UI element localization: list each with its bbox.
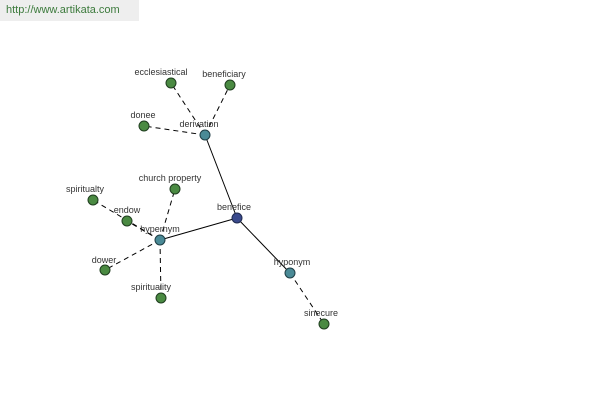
node-spiritualty[interactable] — [87, 194, 99, 206]
node-dower[interactable] — [99, 264, 111, 276]
url-banner: http://www.artikata.com — [0, 0, 139, 21]
label-sinecure: sinecure — [304, 308, 338, 318]
edge-hyponym-sinecure — [289, 272, 325, 325]
node-donee[interactable] — [138, 120, 150, 132]
label-ecclesiastical: ecclesiastical — [134, 67, 187, 77]
node-beneficiary[interactable] — [224, 79, 236, 91]
edge-center-hypernym — [159, 217, 238, 241]
edge-center-derivation — [204, 134, 238, 219]
label-church-property: church property — [139, 173, 202, 183]
edge-derivation-donee — [143, 125, 206, 136]
node-derivation[interactable] — [199, 129, 211, 141]
label-dower: dower — [92, 255, 117, 265]
node-sinecure[interactable] — [318, 318, 330, 330]
edge-center-hyponym — [236, 217, 291, 274]
node-church-property[interactable] — [169, 183, 181, 195]
node-benefice[interactable] — [231, 212, 243, 224]
edge-hypernym-dower — [104, 239, 161, 271]
site-url-link[interactable]: http://www.artikata.com — [6, 4, 120, 16]
edge-derivation-ecclesiastical — [170, 82, 206, 136]
edge-derivation-beneficiary — [204, 84, 231, 136]
node-hyponym[interactable] — [284, 267, 296, 279]
edge-hypernym-spirituality — [159, 239, 162, 299]
label-hyponym: hyponym — [274, 257, 311, 267]
label-spirituality: spirituality — [131, 282, 172, 292]
label-benefice: benefice — [217, 202, 251, 212]
label-endow: endow — [114, 205, 141, 215]
label-beneficiary: beneficiary — [202, 69, 246, 79]
node-ecclesiastical[interactable] — [165, 77, 177, 89]
label-spiritualty: spiritualty — [66, 184, 105, 194]
node-hypernym[interactable] — [154, 234, 166, 246]
label-donee: donee — [130, 110, 155, 120]
label-hypernym: hypernym — [140, 224, 180, 234]
label-derivation: derivation — [179, 119, 218, 129]
edge-hypernym-endow — [126, 220, 161, 241]
node-spirituality[interactable] — [155, 292, 167, 304]
node-endow[interactable] — [121, 215, 133, 227]
